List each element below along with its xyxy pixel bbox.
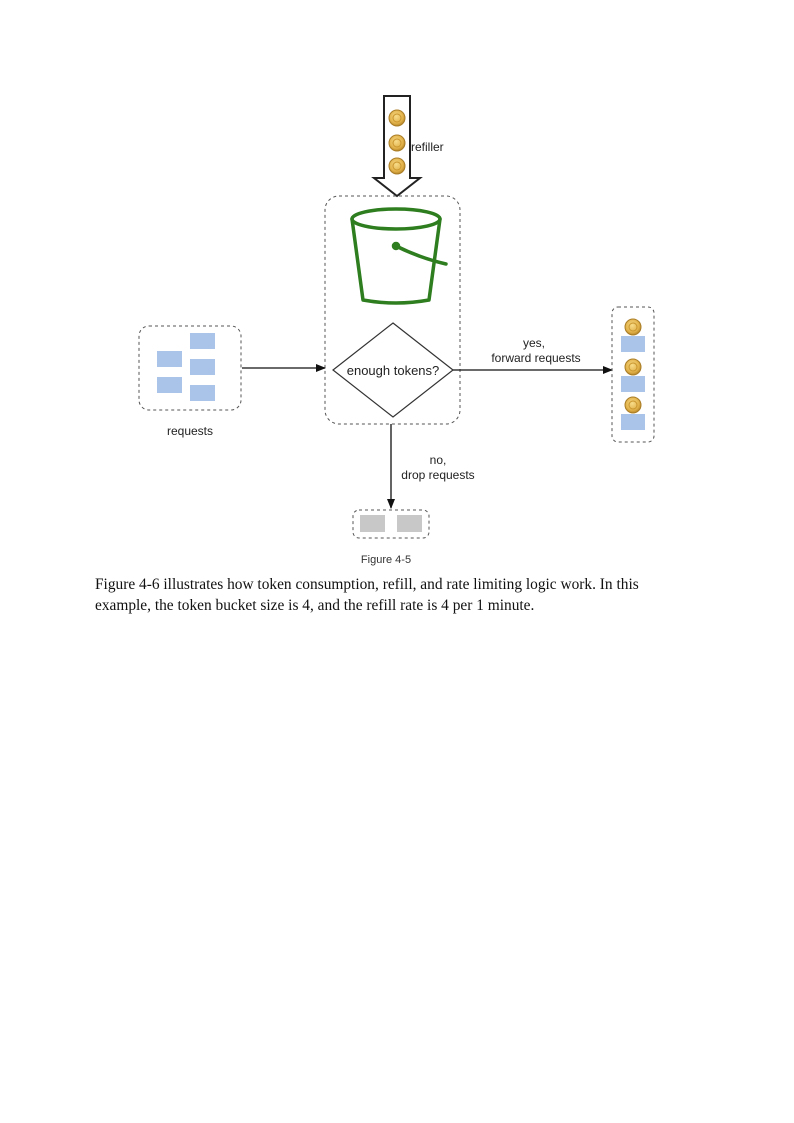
- dropped-request-icon: [397, 515, 422, 532]
- coin-icon: [388, 134, 406, 152]
- request-blocks: [157, 333, 215, 401]
- request-block-icon: [621, 376, 645, 392]
- refiller-label: refiller: [411, 140, 444, 154]
- body-paragraph: Figure 4-6 illustrates how token consump…: [95, 576, 639, 614]
- request-block-icon: [157, 377, 182, 393]
- dropped-requests-box: [352, 509, 430, 539]
- coin-icon: [624, 358, 642, 376]
- request-block-icon: [157, 351, 182, 367]
- no-label-line2: drop requests: [401, 468, 474, 482]
- coin-icon: [624, 396, 642, 414]
- request-block-icon: [621, 414, 645, 430]
- forwarded-requests-box: [611, 306, 655, 443]
- request-block-icon: [621, 336, 645, 352]
- requests-label: requests: [167, 424, 213, 438]
- dropped-request-icon: [360, 515, 385, 532]
- coin-icon: [388, 109, 406, 127]
- refiller-coins: [388, 109, 406, 175]
- decision-label: enough tokens?: [347, 363, 440, 378]
- no-label-line1: no,: [430, 453, 447, 467]
- bucket-icon: [350, 207, 448, 305]
- coin-icon: [388, 157, 406, 175]
- forwarded-requests: [621, 318, 645, 430]
- yes-label-line2: forward requests: [491, 351, 580, 365]
- decision-diamond: [332, 322, 454, 418]
- request-block-icon: [190, 333, 215, 349]
- requests-box: [138, 325, 242, 411]
- bucket-container: [324, 195, 461, 425]
- coin-icon: [624, 318, 642, 336]
- request-block-icon: [190, 359, 215, 375]
- yes-label-line1: yes,: [523, 336, 545, 350]
- token-bucket-diagram: refiller enough tokens? requests yes, fo…: [138, 95, 655, 566]
- request-block-icon: [190, 385, 215, 401]
- figure-caption: Figure 4-5: [361, 554, 411, 566]
